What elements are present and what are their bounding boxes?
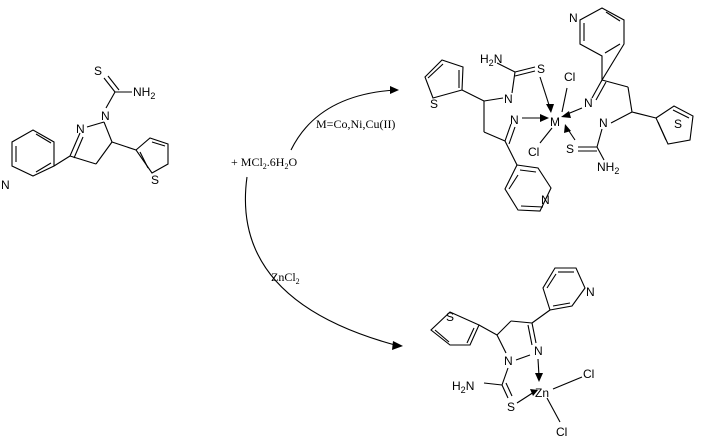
- complex-zn-n-b: N: [534, 344, 543, 358]
- complex-m-amine-right: NH2: [597, 160, 619, 176]
- complex-m-n-a: N: [504, 92, 513, 106]
- complex-m-s-top: S: [537, 62, 545, 76]
- complex-m-n-b: N: [510, 113, 519, 127]
- complex-zn-amine: H2N: [452, 379, 474, 395]
- complex-zn-n-a: N: [504, 354, 513, 368]
- complex-m-bottom-pyridine: [504, 164, 552, 212]
- complex-m-cl-top: Cl: [564, 70, 575, 84]
- ligand-thioamide-s: S: [94, 64, 102, 78]
- complex-m-right-thiophene-s: S: [674, 117, 682, 131]
- complex-zn-thiophene-s: S: [446, 310, 454, 324]
- complex-m-n-c: N: [584, 96, 593, 110]
- ligand-pyridine-ring: [11, 129, 55, 177]
- ligand-ring-n1: N: [101, 109, 110, 123]
- complex-zn-cl-2: Cl: [556, 425, 567, 439]
- complex-m-amine-left: H2N: [480, 52, 502, 68]
- complex-m-left-thiophene-s: S: [430, 97, 438, 111]
- complex-zn-pyrazoline: [496, 320, 537, 354]
- zinc-condition-label: ZnCl2: [271, 270, 300, 286]
- ligand-ring-n2: N: [76, 122, 85, 136]
- complex-m-n-d: N: [599, 116, 608, 130]
- complex-zn-s: S: [507, 400, 515, 414]
- complex-zn-pyridine: [542, 267, 586, 311]
- ligand-pyrazoline-ring: [69, 121, 113, 165]
- complex-zn-metal: Zn: [535, 386, 549, 400]
- ligand-thiophene-s: S: [151, 173, 159, 187]
- complex-m-bottom-pyridine-n: N: [541, 193, 550, 207]
- ligand-amine: NH2: [133, 85, 155, 101]
- complex-m-metal: M: [550, 115, 560, 129]
- metals-condition-label: M=Co,Ni,Cu(II): [316, 117, 395, 131]
- ligand-pyridine-n: N: [1, 178, 10, 192]
- complex-zn-thiophene: [430, 311, 480, 346]
- complex-m-left-thiophene: [424, 59, 464, 99]
- ligand-thiophene-ring: [135, 137, 169, 174]
- ligand-structure: N N N S NH2 S: [1, 64, 169, 192]
- complex-zn-cl-1: Cl: [583, 367, 594, 381]
- complex-m-s-bottom: S: [566, 142, 574, 156]
- complex-m-right-thiophene: [655, 105, 694, 145]
- complex-m-top-pyridine: [579, 7, 625, 82]
- metal-salt-reagent: + MCl2.6H2O: [231, 155, 297, 171]
- complex-zn-pyridine-n: N: [586, 285, 595, 299]
- complex-m-top-pyridine-n: N: [569, 11, 578, 25]
- complex-m-left-pyrazoline: [483, 97, 516, 145]
- arrow-to-metal-complex: [290, 86, 399, 151]
- arrow-to-zinc-complex: [244, 176, 403, 350]
- zinc-complex-structure: S N N N H2N S: [430, 267, 595, 439]
- complex-m-right-pyrazoline: [591, 79, 633, 124]
- complex-m-cl-bottom: Cl: [528, 145, 539, 159]
- metal-complex-structure: S N N H2N S M Cl Cl: [424, 7, 694, 212]
